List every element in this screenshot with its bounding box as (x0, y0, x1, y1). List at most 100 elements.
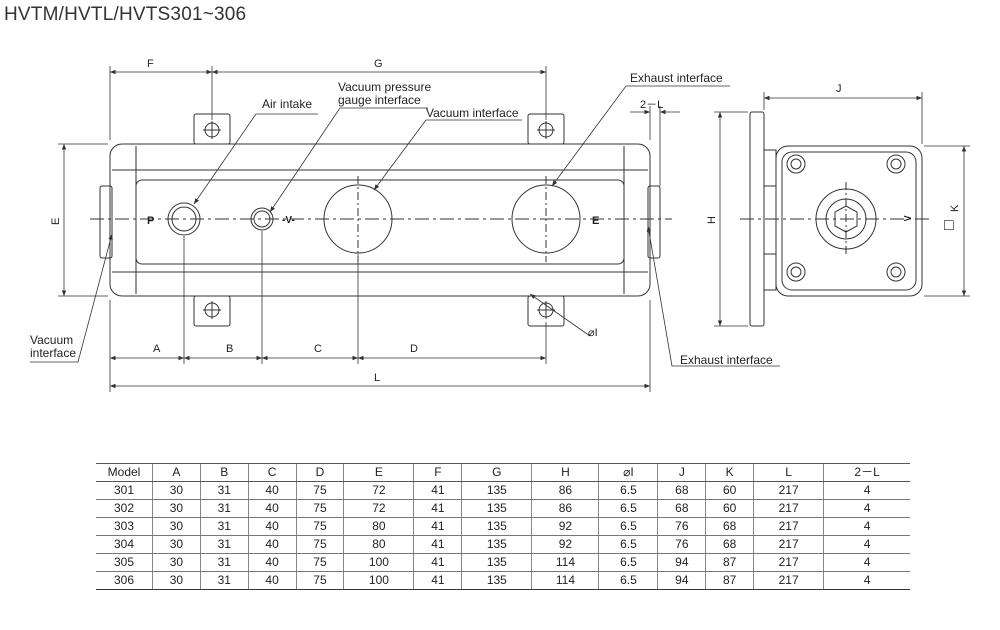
table-cell: 100 (343, 553, 414, 572)
callout-gauge-line1: Vacuum pressure (338, 80, 431, 94)
table-cell: 68 (657, 481, 706, 500)
table-cell: 41 (413, 571, 462, 590)
table-cell: 135 (461, 499, 532, 518)
port-mark-p: P (147, 215, 154, 227)
table-cell: 68 (657, 499, 706, 518)
table-cell: 217 (753, 499, 824, 518)
table-header-cell: C (247, 463, 297, 482)
dim-label-e: E (50, 218, 62, 225)
table-header-cell: L (753, 463, 824, 482)
table-cell: 4 (823, 571, 910, 590)
table-cell: 31 (199, 571, 249, 590)
table-cell: 6.5 (598, 517, 658, 536)
table-cell: 6.5 (598, 481, 658, 500)
table-header-cell: F (413, 463, 462, 482)
table-cell: 303 (96, 517, 153, 536)
side-view (740, 111, 930, 327)
table-cell: 31 (199, 517, 249, 536)
table-cell: 72 (343, 481, 414, 500)
table-cell: 80 (343, 535, 414, 554)
table-header-cell: J (657, 463, 706, 482)
dim-label-b: B (226, 343, 233, 355)
callout-leaders (30, 85, 780, 367)
dim-label-d: D (410, 343, 418, 355)
table-cell: 60 (705, 499, 754, 518)
dim-label-a: A (153, 343, 161, 355)
table-header-cell: Model (96, 463, 153, 482)
table-cell: 304 (96, 535, 153, 554)
table-cell: 41 (413, 481, 462, 500)
table-cell: 94 (657, 571, 706, 590)
table-cell: 31 (199, 481, 249, 500)
table-cell: 135 (461, 553, 532, 572)
table-cell: 72 (343, 499, 414, 518)
table-cell: 6.5 (598, 499, 658, 518)
table-cell: 40 (247, 499, 297, 518)
table-cell: 75 (295, 571, 344, 590)
dim-label-f: F (147, 58, 154, 70)
table-header-cell: H (531, 463, 599, 482)
table-cell: 6.5 (598, 535, 658, 554)
table-header-cell: K (705, 463, 754, 482)
dim-label-2l: 2－L (640, 99, 663, 111)
table-cell: 92 (531, 517, 599, 536)
table-cell: 100 (343, 571, 414, 590)
table-cell: 217 (753, 481, 824, 500)
table-cell: 30 (152, 535, 201, 554)
table-cell: 6.5 (598, 571, 658, 590)
table-cell: 301 (96, 481, 153, 500)
table-cell: 87 (705, 571, 754, 590)
table-cell: 76 (657, 535, 706, 554)
table-cell: 114 (531, 571, 599, 590)
table-cell: 217 (753, 535, 824, 554)
table-header-cell: D (295, 463, 344, 482)
table-cell: 75 (295, 517, 344, 536)
table-cell: 41 (413, 499, 462, 518)
table-header-cell: ⌀I (598, 463, 658, 482)
table-cell: 135 (461, 517, 532, 536)
table-cell: 31 (199, 553, 249, 572)
callout-vacuum-interface-top: Vacuum interface (426, 106, 519, 120)
table-cell: 68 (705, 535, 754, 554)
table-cell: 302 (96, 499, 153, 518)
table-cell: 41 (413, 517, 462, 536)
table-cell: 4 (823, 517, 910, 536)
dim-label-c: C (314, 343, 322, 355)
table-cell: 75 (295, 499, 344, 518)
right-end-plug (647, 185, 661, 259)
table-header-cell: G (461, 463, 532, 482)
dim-label-k: K (949, 204, 961, 212)
table-cell: 40 (247, 481, 297, 500)
table-header-cell: 2－L (823, 463, 910, 482)
port-mark-e: E (592, 215, 599, 227)
table-cell: 40 (247, 571, 297, 590)
table-cell: 40 (247, 517, 297, 536)
table-cell: 4 (823, 553, 910, 572)
front-view (90, 113, 672, 327)
callout-gauge-line2: gauge interface (338, 93, 421, 107)
table-cell: 41 (413, 535, 462, 554)
table-cell: 75 (295, 535, 344, 554)
table-cell: 30 (152, 517, 201, 536)
table-cell: 305 (96, 553, 153, 572)
callout-vacuum-interface-left-1: Vacuum (30, 333, 73, 347)
front-dimensions (58, 66, 680, 392)
table-cell: 40 (247, 535, 297, 554)
technical-drawing: P -V- E F G E A B C D L 2－L (30, 58, 970, 392)
table-cell: 41 (413, 553, 462, 572)
table-cell: 86 (531, 481, 599, 500)
table-cell: 135 (461, 571, 532, 590)
page-title: HVTM/HVTL/HVTS301~306 (4, 4, 247, 25)
callout-exhaust-interface-top: Exhaust interface (630, 71, 723, 85)
table-cell: 4 (823, 535, 910, 554)
table-cell: 306 (96, 571, 153, 590)
side-dimensions (714, 92, 970, 327)
callout-exhaust-interface-bottom: Exhaust interface (680, 353, 773, 367)
side-arrow-mark: ∧ (901, 214, 915, 223)
dim-label-hole: ⌀I (588, 327, 598, 339)
